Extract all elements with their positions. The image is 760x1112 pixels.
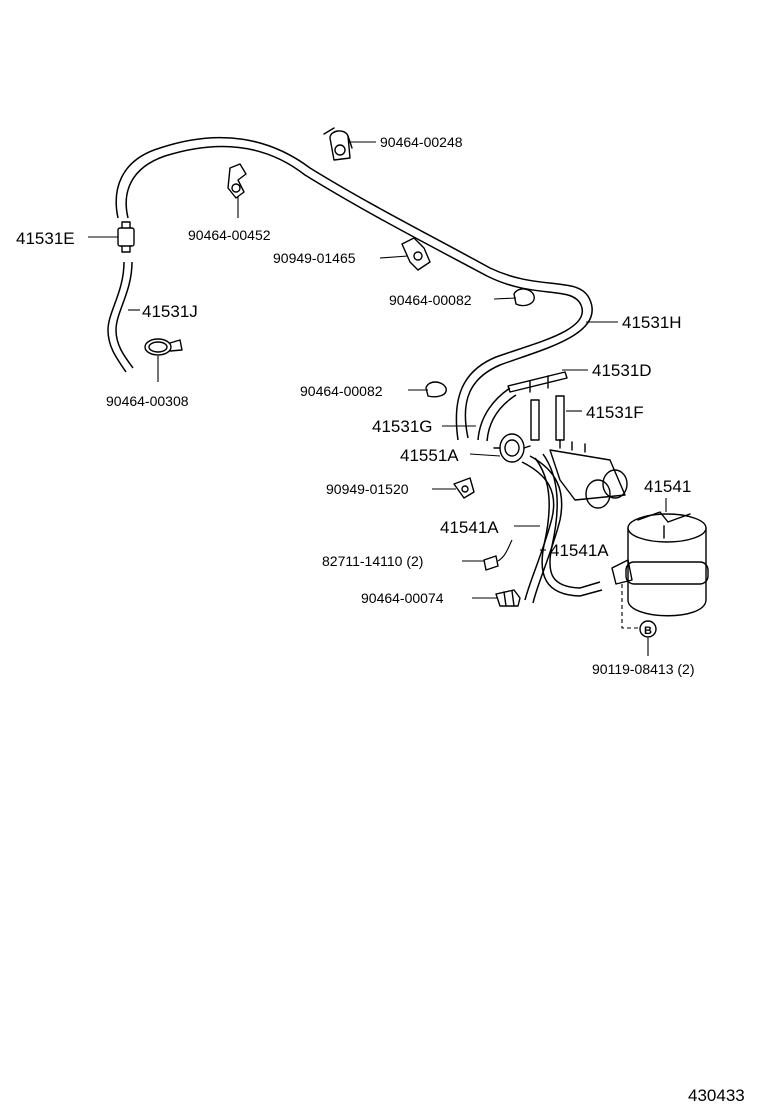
callout-label: 90949-01465 xyxy=(273,250,356,266)
hose-41531j xyxy=(107,261,134,373)
callout-label: 90464-00452 xyxy=(188,227,271,243)
clip-90464-00074 xyxy=(495,589,521,607)
callout-label: 41531D xyxy=(592,361,652,380)
callout-label: 41531H xyxy=(622,313,682,332)
hose-41541a-2 xyxy=(534,453,603,597)
callout-label: 90464-00074 xyxy=(361,590,444,606)
part-41531e-filter xyxy=(117,221,135,253)
diagram-id: 430433 xyxy=(688,1086,745,1105)
callout-label: 41541A xyxy=(440,518,499,537)
hose-41531h xyxy=(115,136,593,441)
clamp-90464-00308 xyxy=(144,338,183,356)
callout-label: 90464-00082 xyxy=(300,383,383,399)
callout-labels: 90464-00248 41531E 90464-00452 90949-014… xyxy=(16,134,694,677)
clip-90464-00082-lower xyxy=(425,381,447,398)
clip-90464-00082-upper xyxy=(513,288,535,307)
clip-90949-01520 xyxy=(453,477,475,499)
callout-label: 90119-08413 (2) xyxy=(592,661,694,677)
callout-label: 41531J xyxy=(142,302,198,321)
callout-label: 41551A xyxy=(400,446,459,465)
hose-41531d xyxy=(507,371,568,393)
callout-label: 82711-14110 (2) xyxy=(322,553,423,569)
hose-41531f xyxy=(530,395,565,441)
callout-label: 90464-00248 xyxy=(380,134,463,150)
callout-label: 90949-01520 xyxy=(326,481,409,497)
hose-41531g xyxy=(477,387,517,442)
clip-90464-00452 xyxy=(227,163,247,199)
callout-label: 41541A xyxy=(550,541,609,560)
callout-label: 41531E xyxy=(16,229,75,248)
marker-b: B xyxy=(639,620,657,638)
callout-label: 90464-00308 xyxy=(106,393,189,409)
callout-label: 41541 xyxy=(644,477,691,496)
clip-90949-01465 xyxy=(401,237,431,271)
clip-90464-00248 xyxy=(323,127,353,161)
connector-82711-14110 xyxy=(483,539,513,571)
marker-b-label: B xyxy=(644,625,652,637)
vsv-assembly xyxy=(549,439,628,509)
callout-label: 90464-00082 xyxy=(389,292,472,308)
callout-label: 41531G xyxy=(372,417,433,436)
hose-41541a-1 xyxy=(521,455,563,604)
callout-label: 41531F xyxy=(586,403,644,422)
valve-41551a xyxy=(493,433,531,463)
leader-lines xyxy=(88,141,667,656)
canister-41541 xyxy=(611,511,709,617)
